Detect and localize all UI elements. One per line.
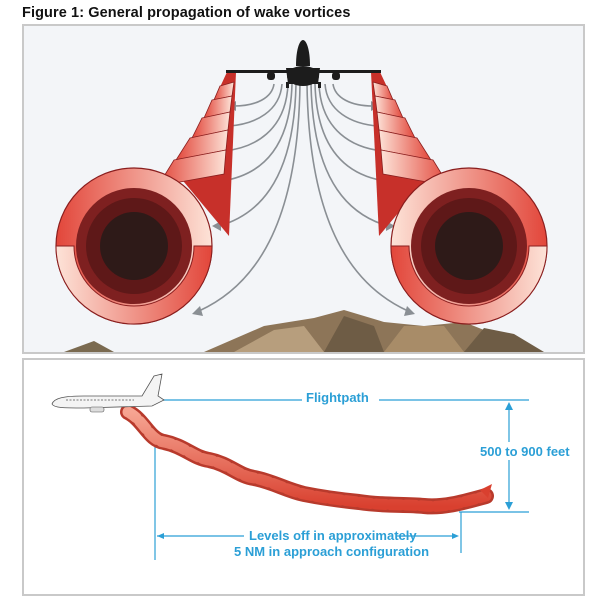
front-view-diagram [55, 40, 548, 352]
left-vortex [55, 72, 236, 325]
side-view-diagram [51, 373, 529, 560]
airflow-arrows [198, 83, 409, 312]
right-vortex [371, 72, 548, 325]
aircraft-front-view [226, 40, 381, 88]
front-view-panel [22, 24, 585, 354]
side-view-panel: Flightpath 500 to 900 feet Levels off in… [22, 358, 585, 596]
annotation-arrowheads [157, 402, 513, 539]
wake-vortex-ribbon [120, 404, 494, 515]
level-off-label-line2: 5 NM in approach configuration [234, 544, 430, 559]
terrain [64, 310, 544, 352]
annotation-lines [149, 399, 529, 560]
flightpath-label: Flightpath [306, 390, 369, 405]
level-off-label-line1: Levels off in approximately [249, 528, 417, 543]
descent-range-label: 500 to 900 feet [480, 444, 570, 459]
figure-title: Figure 1: General propagation of wake vo… [22, 5, 351, 21]
aircraft-side-view [51, 373, 165, 413]
